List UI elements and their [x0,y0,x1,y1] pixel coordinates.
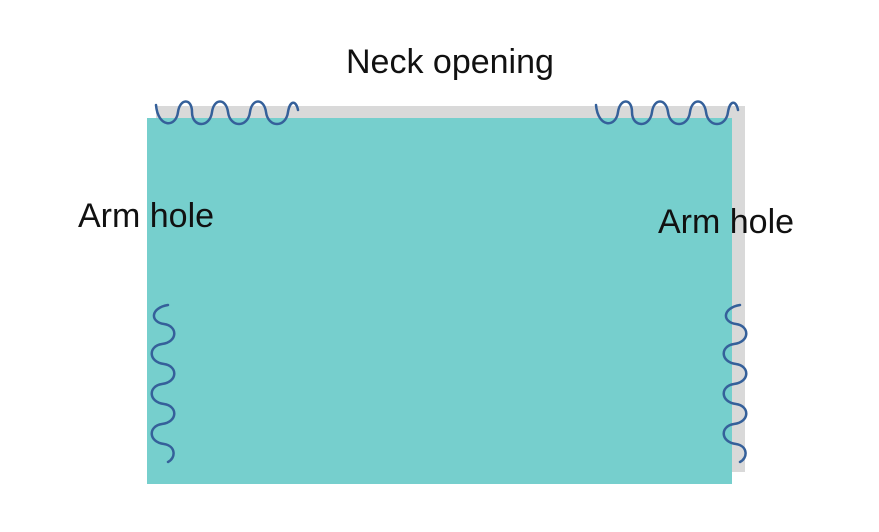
neck-stitch-right [594,100,740,126]
armhole-stitch-left [150,303,176,464]
neck-opening-label: Neck opening [346,43,554,81]
arm-hole-left-label: Arm hole [78,197,215,235]
armhole-stitch-right [722,303,748,464]
arm-hole-right-label: Arm hole [658,203,795,241]
neck-stitch-left [154,100,300,126]
front-fabric-panel [147,118,732,484]
